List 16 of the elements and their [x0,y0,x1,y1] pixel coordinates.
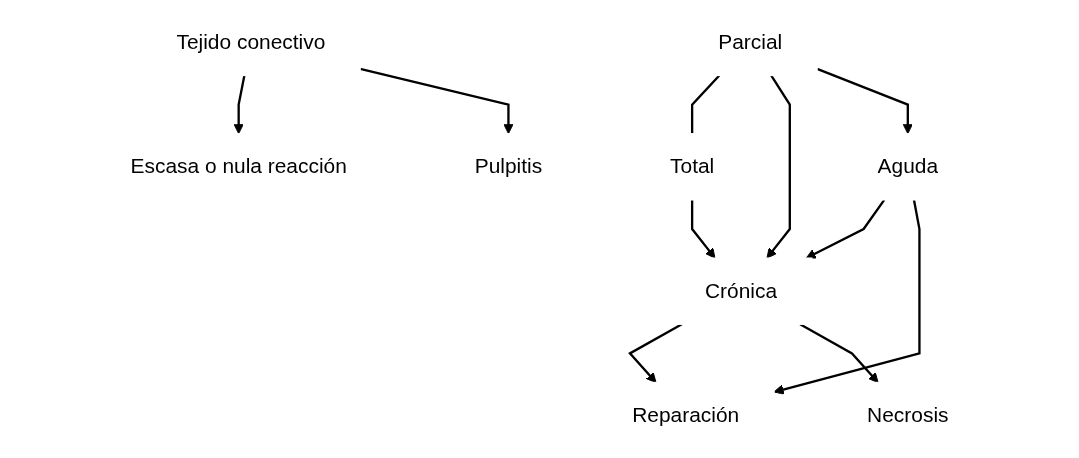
node-text: Pulpitis [474,154,543,178]
arrow [805,199,886,259]
node-text: Reparación [632,403,740,427]
arrow [628,323,683,383]
arrow [691,199,716,259]
node-text: Parcial [718,30,783,54]
node-text: Necrosis [867,403,949,427]
node-text: Escasa o nula reacción [130,154,347,178]
arrow [233,75,246,135]
node-text: Tejido conectivo [176,30,326,54]
node-text: Aguda [877,154,939,178]
node-text: Crónica [704,278,778,303]
arrow [799,323,879,383]
arrow [766,74,791,259]
connector [691,74,721,134]
node-text: Total [670,154,715,178]
